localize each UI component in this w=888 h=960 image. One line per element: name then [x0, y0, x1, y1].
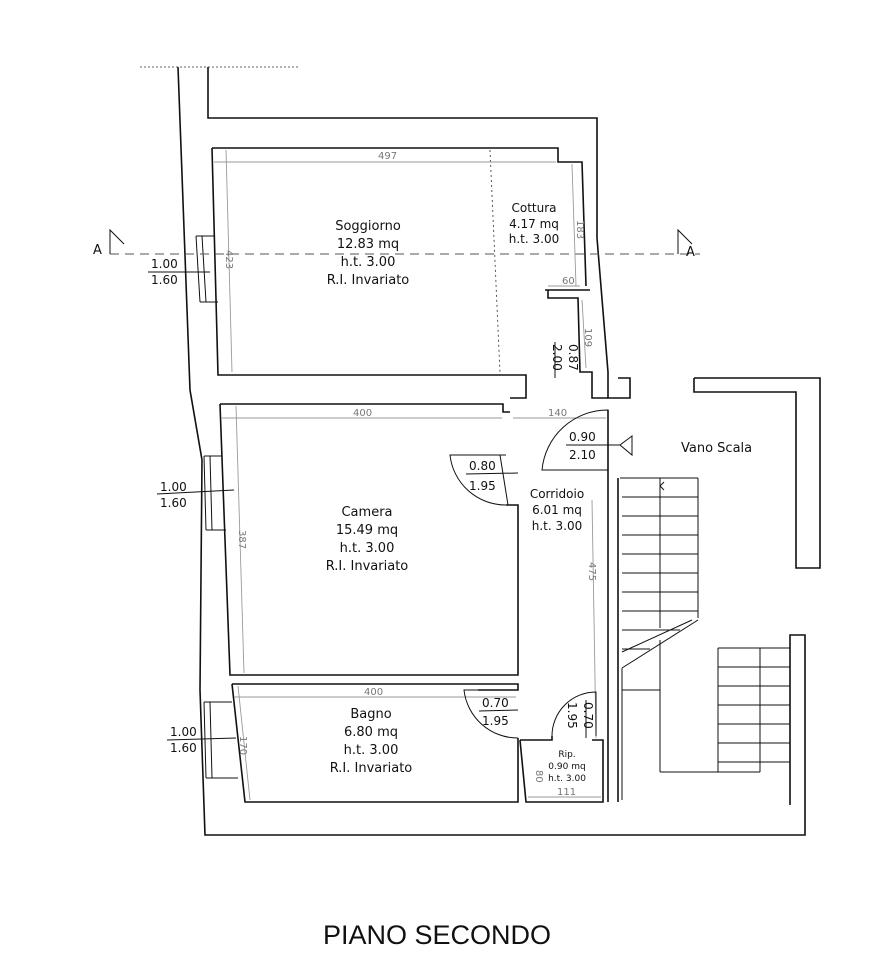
- section-arrow-right: [677, 228, 693, 254]
- bagno-height: h.t. 3.00: [344, 743, 399, 758]
- dim-line-camera-depth: [235, 405, 245, 674]
- corridoio-name: Corridoio: [530, 487, 584, 501]
- dim-bagno-width: 400: [364, 687, 383, 698]
- soggiorno-name: Soggiorno: [335, 219, 401, 234]
- dim-line-corridoio-length: [591, 499, 597, 739]
- corridoio-height: h.t. 3.00: [532, 519, 582, 533]
- section-label-right: A: [686, 245, 695, 260]
- soggiorno-note: R.I. Invariato: [327, 273, 410, 288]
- dim-rip-width: 111: [557, 787, 576, 798]
- dim-corridoio-width: 140: [548, 408, 567, 419]
- bagno-wall: [231, 683, 519, 803]
- bagno-name: Bagno: [350, 707, 391, 722]
- dim-cottura-depth: 183: [574, 220, 585, 239]
- door-camera-leader: [465, 472, 519, 475]
- dim-line-soggiorno-depth: [225, 149, 233, 373]
- rip-top: [520, 736, 553, 741]
- window-camera-leader: [156, 489, 235, 495]
- door-bagno-height: 1.95: [482, 714, 509, 728]
- vano-scala-label: Vano Scala: [681, 441, 752, 456]
- window-camera: [203, 455, 226, 531]
- cottura-stub: [547, 290, 608, 399]
- top-wall: [207, 67, 631, 399]
- door-entrance-width: 0.90: [569, 430, 596, 444]
- bagno-area: 6.80 mq: [344, 725, 398, 740]
- dim-cottura-wall: 60: [562, 276, 575, 287]
- dim-line-cottura-depth: [571, 163, 577, 287]
- camera-note: R.I. Invariato: [326, 559, 409, 574]
- rip-area: 0.90 mq: [548, 762, 585, 772]
- window-camera-height: 1.60: [160, 496, 187, 510]
- window-soggiorno-height: 1.60: [151, 273, 178, 287]
- camera-name: Camera: [341, 505, 392, 520]
- corridoio-area: 6.01 mq: [532, 503, 582, 517]
- cottura-partition: [489, 149, 501, 374]
- bagno-note: R.I. Invariato: [330, 761, 413, 776]
- door-cottura-width: 0.87: [566, 344, 580, 371]
- door-camera: [449, 454, 509, 506]
- cottura-height: h.t. 3.00: [509, 232, 559, 246]
- window-bagno-width: 1.00: [170, 725, 197, 739]
- door-bagno: [463, 689, 519, 739]
- stair-wall-upper: [693, 377, 821, 569]
- soggiorno-height: h.t. 3.00: [341, 255, 396, 270]
- door-rip: [551, 691, 597, 737]
- cottura-area: 4.17 mq: [509, 217, 559, 231]
- door-bagno-leader: [478, 709, 519, 712]
- dim-soggiorno-width: 497: [378, 151, 397, 162]
- door-entrance-height: 2.10: [569, 448, 596, 462]
- door-rip-width: 0.70: [581, 702, 595, 729]
- door-rip-height: 1.95: [565, 702, 579, 729]
- dim-cottura-lower: 109: [582, 328, 593, 347]
- door-camera-width: 0.80: [469, 459, 496, 473]
- door-entrance: [541, 409, 609, 471]
- entrance-arrow: [619, 435, 633, 457]
- outer-wall: [177, 66, 806, 836]
- door-camera-height: 1.95: [469, 479, 496, 493]
- soggiorno-area: 12.83 mq: [337, 237, 399, 252]
- camera-wall: [219, 403, 519, 676]
- rip-wall: [519, 739, 604, 803]
- dim-camera-width: 400: [353, 408, 372, 419]
- rip-height: h.t. 3.00: [548, 774, 586, 784]
- camera-top-wall: [220, 403, 510, 413]
- window-bagno: [203, 701, 238, 779]
- stair-flight-right: [717, 647, 790, 772]
- window-bagno-height: 1.60: [170, 741, 197, 755]
- section-arrow-left: [109, 228, 125, 254]
- cottura-name: Cottura: [511, 201, 556, 215]
- dim-corridoio-length: 475: [586, 562, 597, 581]
- plan-title: PIANO SECONDO: [323, 920, 551, 950]
- dim-rip-depth: 80: [533, 770, 544, 783]
- camera-height: h.t. 3.00: [340, 541, 395, 556]
- dim-soggiorno-depth: 423: [223, 250, 234, 269]
- door-cottura-height: 2.00: [550, 344, 564, 371]
- dim-line-bagno-depth: [237, 685, 251, 801]
- soggiorno-wall: [212, 147, 587, 287]
- window-soggiorno: [195, 235, 218, 303]
- camera-area: 15.49 mq: [336, 523, 398, 538]
- dim-bagno-depth: 170: [237, 736, 248, 755]
- door-bagno-width: 0.70: [482, 696, 509, 710]
- dim-line-cottura-lower: [581, 299, 587, 369]
- soggiorno-bottom-wall: [211, 147, 527, 399]
- window-bagno-leader: [166, 737, 237, 741]
- stair-flight-left: [620, 477, 760, 800]
- section-label-left: A: [93, 243, 102, 258]
- dim-camera-depth: 387: [236, 530, 247, 549]
- window-soggiorno-width: 1.00: [151, 257, 178, 271]
- window-camera-width: 1.00: [160, 480, 187, 494]
- rip-name: Rip.: [558, 750, 575, 760]
